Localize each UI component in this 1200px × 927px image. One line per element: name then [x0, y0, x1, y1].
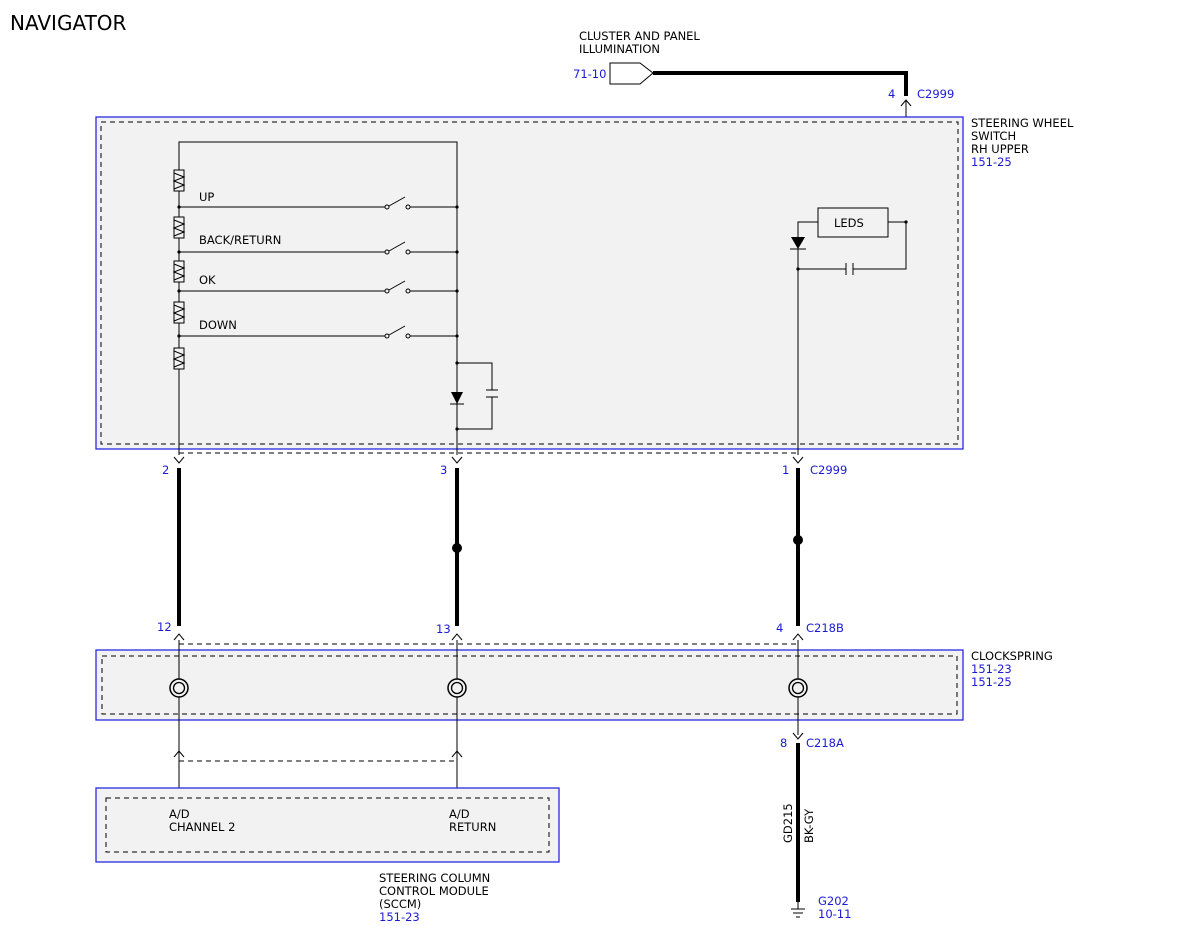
sccm-label-line1: STEERING COLUMN	[379, 871, 490, 885]
switch-label-line3: RH UPPER	[971, 142, 1029, 156]
c2999-top-pin: 4	[888, 87, 895, 101]
clockspring-ref1[interactable]: 151-23	[971, 662, 1012, 676]
led-diode-icon	[790, 237, 806, 250]
sccm-ref[interactable]: 151-23	[379, 910, 420, 924]
connector-pin-icon	[173, 633, 185, 641]
switch-label-up: UP	[199, 190, 214, 204]
c218b-pin-12: 12	[157, 620, 172, 634]
switch-label-down: DOWN	[199, 318, 237, 332]
switch-label-back-return: BACK/RETURN	[199, 233, 281, 247]
sccm-box	[95, 787, 560, 863]
splice-icon	[793, 535, 803, 545]
clockspring-ref2[interactable]: 151-25	[971, 675, 1012, 689]
illumination-ref[interactable]: 71-10	[573, 67, 606, 81]
clockspring-box	[95, 649, 964, 721]
c2999-pin-1: 1	[782, 463, 789, 477]
diode-icon	[450, 392, 464, 405]
connector-pin-icon	[173, 456, 185, 464]
sccm-label-line3: (SCCM)	[379, 897, 421, 911]
splice-icon	[452, 543, 462, 553]
sccm-pin-a-line2: CHANNEL 2	[169, 820, 235, 834]
clockspring-coil-icon	[788, 678, 808, 698]
clockspring-coil-icon	[169, 678, 189, 698]
c2999-top-connector: C2999	[917, 87, 954, 101]
switch-down: DOWN	[177, 318, 459, 339]
wire-circuit-label: GD215	[781, 803, 795, 843]
page-reference-connector-icon	[609, 62, 654, 85]
switch-label-line2: SWITCH	[971, 129, 1016, 143]
c218b-pin-4: 4	[776, 621, 783, 635]
switch-label-ok: OK	[199, 273, 216, 287]
connector-pin-icon	[792, 456, 804, 464]
wire-color-label: BK-GY	[802, 808, 816, 843]
sccm-pin-b-line1: A/D	[449, 807, 470, 821]
ground-ref[interactable]: 10-11	[818, 907, 851, 921]
clockspring-label: CLOCKSPRING	[971, 649, 1053, 663]
connector-pin-icon	[451, 750, 463, 758]
illumination-label-line2: ILLUMINATION	[579, 42, 660, 56]
ground-name: G202	[818, 894, 849, 908]
c2999-bottom-connector: C2999	[810, 463, 847, 477]
switch-ref[interactable]: 151-25	[971, 155, 1012, 169]
sccm-pin-b-line2: RETURN	[449, 820, 496, 834]
connector-pin-icon	[792, 732, 804, 740]
clockspring-coil-icon	[447, 678, 467, 698]
switch-ok: OK	[177, 273, 459, 294]
connector-pin-icon	[451, 633, 463, 641]
page-title: NAVIGATOR	[10, 11, 127, 35]
switch-up: UP	[177, 190, 459, 210]
leds-label: LEDS	[834, 216, 864, 230]
switch-back-return: BACK/RETURN	[177, 233, 459, 255]
sccm-pin-a-line1: A/D	[169, 807, 190, 821]
c2999-pin-3: 3	[440, 463, 447, 477]
connector-pin-icon	[792, 633, 804, 641]
c218b-connector: C218B	[806, 621, 844, 635]
c2999-pin-2: 2	[162, 463, 169, 477]
illumination-label-line1: CLUSTER AND PANEL	[579, 29, 700, 43]
c218a-connector: C218A	[806, 736, 844, 750]
sccm-label-line2: CONTROL MODULE	[379, 884, 489, 898]
ground-icon	[791, 902, 805, 918]
c218b-pin-13: 13	[436, 622, 451, 636]
c218a-pin-8: 8	[780, 736, 787, 750]
steering-wheel-switch-box	[95, 116, 964, 450]
illumination-wire	[653, 71, 908, 96]
connector-pin-icon	[451, 456, 463, 464]
connector-pin-icon	[173, 750, 185, 758]
switch-label-line1: STEERING WHEEL	[971, 116, 1074, 130]
